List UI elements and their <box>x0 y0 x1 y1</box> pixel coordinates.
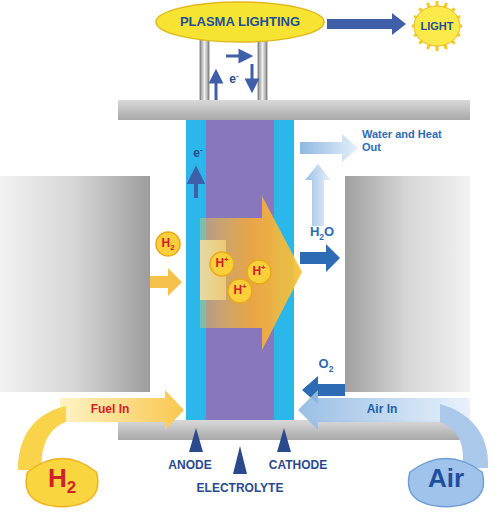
electrolyte-label: ELECTROLYTE <box>197 482 284 496</box>
proton-circle: H+ <box>227 278 253 304</box>
proton-circle: H+ <box>246 259 272 285</box>
node-text: H2 <box>48 464 76 493</box>
water-label: H2O <box>310 225 334 240</box>
electron-label: e- <box>193 147 202 161</box>
node-text: H+ <box>215 257 228 270</box>
proton-circle: H+ <box>209 251 235 277</box>
air-source-cloud: Air <box>401 448 491 508</box>
node-text: PLASMA LIGHTING <box>180 15 300 29</box>
oxygen-label: O2 <box>319 357 334 372</box>
plasma-lighting-ellipse: PLASMA LIGHTING <box>155 1 325 43</box>
node-text: H+ <box>233 284 246 297</box>
fuel-in-label: Fuel In <box>91 403 130 417</box>
anode-label: ANODE <box>168 459 211 473</box>
node-text: H+ <box>252 265 265 278</box>
hydrogen-source-cloud: H2 <box>19 448 105 508</box>
electron-label: e- <box>229 73 238 87</box>
water-heat-out-label: Water and Heat Out <box>362 128 446 153</box>
node-text: LIGHT <box>421 20 454 32</box>
flow-arrow <box>327 13 406 35</box>
air-in-label: Air In <box>367 403 398 417</box>
hydrogen-molecule: H2 <box>155 231 181 257</box>
node-text: Air <box>428 464 464 493</box>
cathode-label: CATHODE <box>269 459 327 473</box>
node-text: H2 <box>161 237 174 250</box>
light-sun: LIGHT <box>408 1 466 51</box>
